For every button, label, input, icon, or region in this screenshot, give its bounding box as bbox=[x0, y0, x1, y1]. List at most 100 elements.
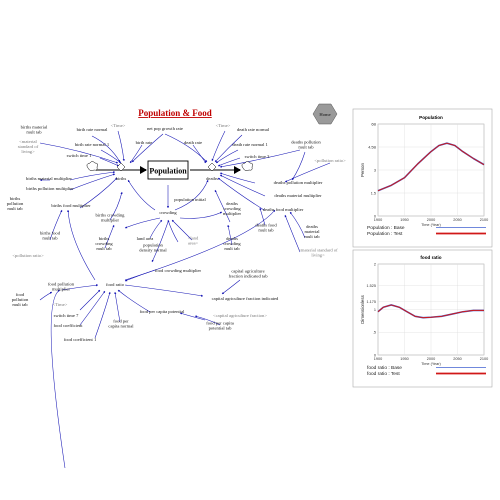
x-tick-label: 2050 bbox=[453, 218, 461, 222]
food-ratio-chart: food ratio 1900 1950 2000 2050 2100 0 .5 1 1.175 1… bbox=[352, 249, 493, 388]
var-capital-ag-fraction[interactable]: <capital agriculture fraction> bbox=[213, 313, 267, 318]
home-button[interactable]: Home bbox=[312, 103, 338, 125]
var-food-per-capita-potential[interactable]: food per capita potential bbox=[140, 309, 185, 314]
var-net-pop-growth-rate[interactable]: net pop growth rate bbox=[147, 126, 183, 131]
series-line-2 bbox=[377, 304, 484, 319]
chart-title: Population bbox=[419, 115, 443, 120]
var-deaths-material-multiplier[interactable]: deaths material multiplier bbox=[274, 193, 322, 198]
var-time[interactable]: <Time> bbox=[111, 123, 126, 128]
legend-label: Population : Base bbox=[367, 225, 405, 231]
var-food-ratio[interactable]: food ratio bbox=[106, 282, 125, 287]
var-population-initial[interactable]: population initial bbox=[174, 197, 206, 202]
var-death-rate[interactable]: death rate bbox=[184, 140, 202, 145]
var-birth-rate[interactable]: birth rate bbox=[136, 140, 153, 145]
var-birth-rate-normal[interactable]: birth rate normal bbox=[77, 127, 109, 132]
var-births-pollution-multiplier[interactable]: births pollution multiplier bbox=[26, 186, 74, 191]
var-death-rate-normal-1[interactable]: death rate normal 1 bbox=[232, 142, 268, 147]
y-axis-label: Person bbox=[360, 162, 365, 176]
births-valve-icon bbox=[116, 162, 126, 172]
stock-label: Population bbox=[149, 167, 187, 176]
sink-cloud-icon bbox=[241, 161, 253, 171]
var-death-rate-normal[interactable]: death rate normal bbox=[237, 127, 270, 132]
x-tick-label: 1950 bbox=[400, 218, 408, 222]
home-label: Home bbox=[319, 112, 330, 117]
var-deaths-food-multiplier[interactable]: deaths food multiplier bbox=[263, 207, 304, 212]
var-time3[interactable]: <Time> bbox=[53, 302, 68, 307]
legend-label: food ratio : Base bbox=[367, 365, 402, 371]
var-switch-time-1[interactable]: switch time 1 bbox=[67, 153, 92, 158]
y-tick-label: 1.525 bbox=[366, 284, 376, 288]
x-axis-label: Time (Year) bbox=[421, 223, 441, 227]
var-birth-rate-normal-1[interactable]: birth rate normal 1 bbox=[75, 142, 110, 147]
y-axis-label: Dimensionless bbox=[360, 294, 365, 323]
x-tick-label: 2100 bbox=[480, 218, 488, 222]
y-tick-label: .5 bbox=[373, 331, 376, 335]
var-births-food-multiplier[interactable]: births food multiplier bbox=[51, 203, 91, 208]
legend-label: Population : Test bbox=[367, 231, 403, 237]
x-tick-label: 2000 bbox=[427, 218, 435, 222]
causal-links bbox=[39, 130, 331, 469]
flow-pipe bbox=[86, 161, 253, 174]
population-chart: Population 1900 1950 2000 2050 2100 0 1.5 3 4.5B 6… bbox=[352, 108, 493, 248]
x-axis-label: Time (Year) bbox=[421, 362, 441, 366]
y-tick-label: 6B bbox=[371, 122, 376, 126]
y-tick-label: 1.5 bbox=[371, 191, 376, 195]
var-switch-time-3[interactable]: switch time 3 bbox=[245, 154, 270, 159]
var-deaths-pollution-multiplier[interactable]: deaths pollution multiplier bbox=[274, 180, 323, 185]
births-label: births bbox=[116, 176, 127, 181]
x-tick-label: 1900 bbox=[374, 357, 382, 361]
y-tick-label: 2 bbox=[374, 262, 376, 266]
deaths-label: deaths bbox=[206, 176, 218, 181]
var-food-coefficient-1[interactable]: food coefficient 1 bbox=[64, 337, 97, 342]
var-switch-time-7[interactable]: switch time 7 bbox=[54, 313, 79, 318]
var-capital-ag-fraction-indicated[interactable]: capital agriculture fraction indicated bbox=[212, 296, 279, 301]
x-tick-label: 2000 bbox=[427, 357, 435, 361]
var-pollution-ratio-r[interactable]: <pollution ratio> bbox=[314, 158, 346, 163]
var-time2[interactable]: <Time> bbox=[216, 123, 231, 128]
source-cloud-icon bbox=[86, 161, 98, 171]
x-tick-label: 2100 bbox=[480, 357, 488, 361]
y-tick-label: 4.5B bbox=[368, 145, 376, 149]
y-tick-label: 3 bbox=[374, 168, 376, 172]
series-line-2 bbox=[377, 142, 485, 192]
legend-label: food ratio : Test bbox=[367, 371, 400, 377]
var-pollution-ratio-l[interactable]: <pollution ratio> bbox=[12, 253, 44, 258]
y-tick-label: 1.175 bbox=[366, 300, 376, 304]
x-tick-label: 2050 bbox=[453, 357, 461, 361]
var-crowding[interactable]: crowding bbox=[159, 210, 177, 215]
chart-title: food ratio bbox=[420, 255, 441, 260]
deaths-valve-icon bbox=[207, 162, 217, 172]
var-food-coefficient[interactable]: food coefficient bbox=[53, 323, 83, 328]
x-tick-label: 1950 bbox=[400, 357, 408, 361]
var-land-area[interactable]: land area bbox=[137, 236, 154, 241]
y-tick-label: 1 bbox=[374, 308, 376, 312]
population-stock[interactable]: Population bbox=[147, 160, 189, 180]
diagram-title: Population & Food bbox=[138, 108, 212, 118]
y-tick-label: 0 bbox=[374, 214, 376, 218]
x-tick-label: 1900 bbox=[374, 218, 382, 222]
var-births-material-multiplier[interactable]: births material multiplier bbox=[26, 176, 72, 181]
var-food-crowding-multiplier[interactable]: food crowding multiplier bbox=[155, 268, 202, 273]
y-tick-label: 0 bbox=[374, 353, 376, 357]
